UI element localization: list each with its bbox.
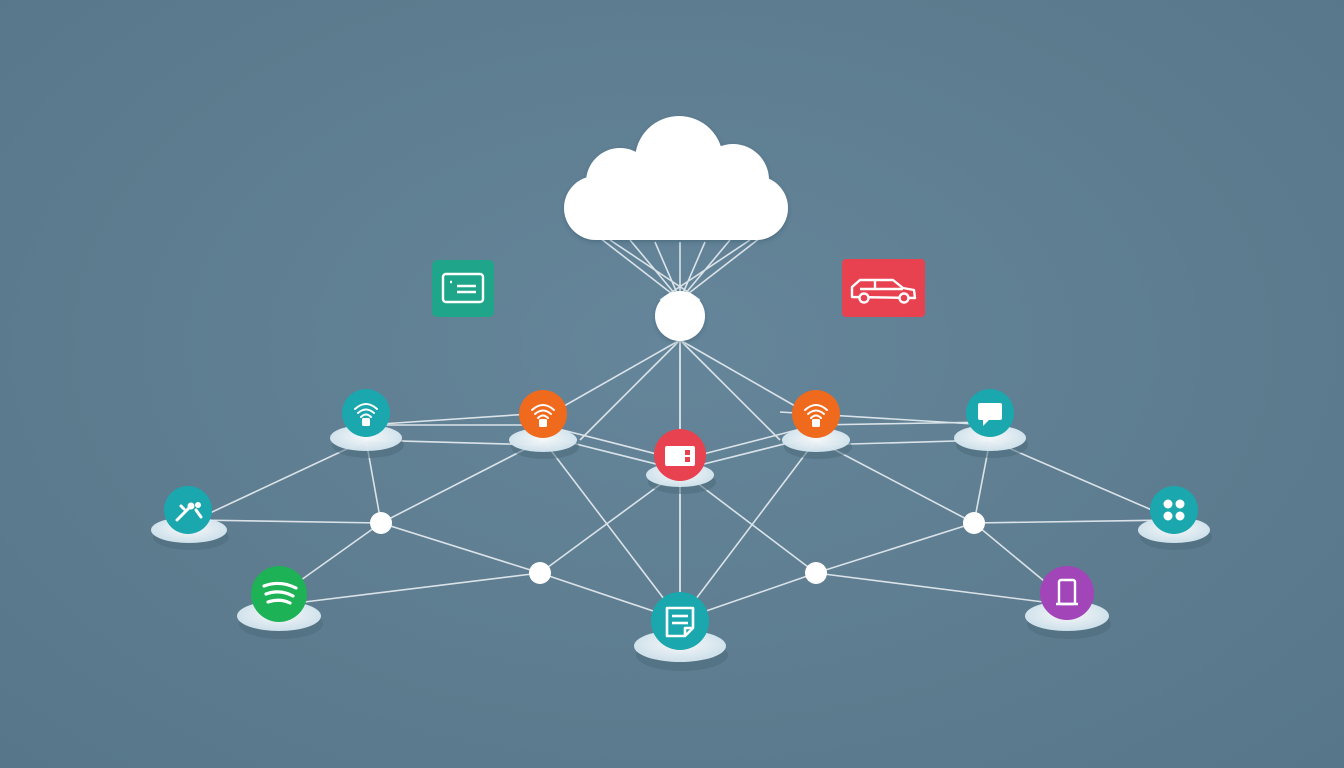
cloud-tether	[599, 237, 681, 301]
wifi-icon	[531, 404, 555, 427]
node-chat-right[interactable]	[954, 389, 1028, 458]
device-icon	[665, 446, 695, 466]
wifi-icon	[804, 404, 828, 427]
tools-icon	[175, 502, 203, 522]
junction-dot	[529, 562, 551, 584]
car-icon	[850, 278, 917, 304]
link	[679, 339, 781, 441]
node-wifi-orange-left[interactable]	[509, 390, 579, 459]
link	[989, 439, 1176, 521]
junction-dot	[805, 562, 827, 584]
node-phone-right[interactable]	[1025, 566, 1111, 639]
device-nodes	[151, 389, 1212, 671]
chat-icon	[978, 403, 1002, 426]
floating-panel-left	[432, 260, 494, 317]
grid-icon	[1163, 499, 1185, 521]
link	[542, 439, 681, 621]
node-wifi-orange-right[interactable]	[782, 390, 852, 459]
link	[679, 339, 817, 419]
link	[194, 519, 382, 524]
phone-icon	[1056, 578, 1078, 606]
hub-node	[655, 291, 705, 341]
link	[815, 522, 975, 574]
spotify-icon	[262, 581, 298, 605]
node-document-center[interactable]	[634, 592, 728, 671]
node-tools-left[interactable]	[151, 486, 229, 550]
node-wifi-left[interactable]	[330, 389, 404, 458]
link	[815, 572, 1068, 606]
link	[579, 339, 681, 441]
link	[973, 519, 1176, 524]
wifi-icon	[354, 403, 378, 426]
cloud-icon	[564, 116, 788, 240]
node-spotify-left[interactable]	[237, 566, 323, 639]
junction-dot	[370, 512, 392, 534]
cloud-tether	[609, 239, 701, 301]
node-grid-right[interactable]	[1138, 486, 1212, 550]
cloud-tether	[659, 239, 751, 301]
document-icon	[665, 606, 695, 638]
list-card-icon	[441, 272, 485, 304]
junction-dots	[370, 512, 985, 584]
link	[542, 339, 681, 419]
link	[679, 439, 817, 621]
floating-panel-right	[842, 259, 925, 317]
link	[279, 572, 541, 606]
junction-dot	[963, 512, 985, 534]
link	[380, 439, 544, 524]
cloud-tether	[679, 237, 761, 301]
link	[380, 522, 541, 574]
node-device-center[interactable]	[646, 429, 716, 494]
link	[194, 439, 367, 521]
